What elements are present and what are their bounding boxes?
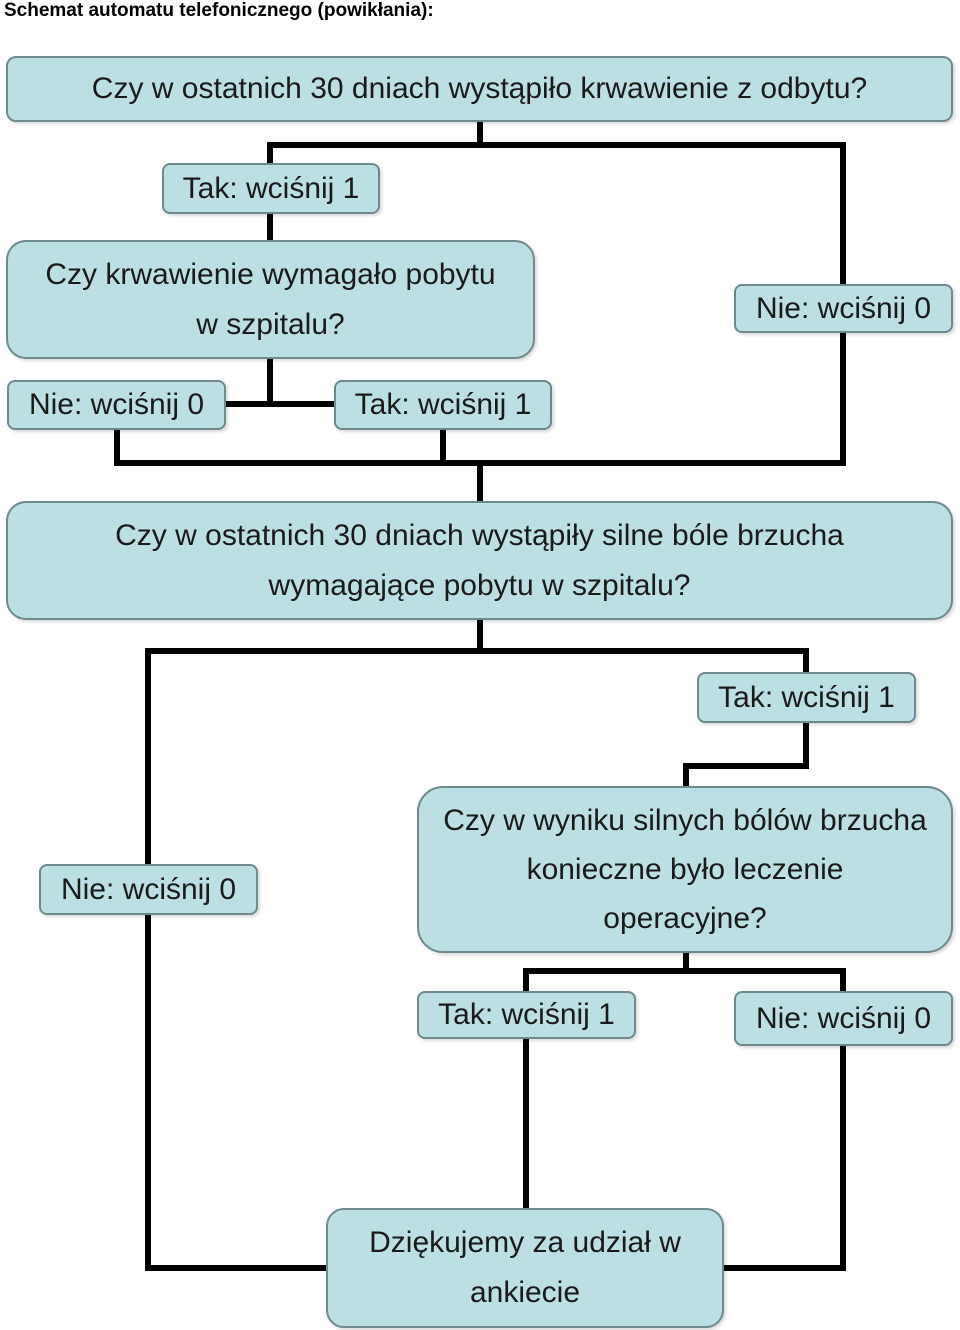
q3-no-label: Nie: wciśnij 0 <box>39 864 258 915</box>
question-4-box: Czy w wyniku silnych bólów brzucha konie… <box>417 786 953 953</box>
q2-yes-label: Tak: wciśnij 1 <box>334 380 552 430</box>
question-2-line-1: Czy krwawienie wymagało pobytu <box>45 257 496 291</box>
q4-yes-text: Tak: wciśnij 1 <box>438 998 615 1031</box>
connector-q3-yes-to-q4 <box>683 719 809 789</box>
q3-no-text: Nie: wciśnij 0 <box>60 872 237 906</box>
q1-yes-text: Tak: wciśnij 1 <box>182 171 360 205</box>
q4-no-label: Nie: wciśnij 0 <box>734 991 953 1046</box>
q1-yes-label: Tak: wciśnij 1 <box>162 163 380 214</box>
question-2-box: Czy krwawienie wymagało pobytu w szpital… <box>6 240 535 359</box>
connector-q1-yes <box>267 119 483 166</box>
end-line-2: ankiecie <box>469 1276 581 1309</box>
connector-q1-no <box>477 142 846 287</box>
q2-no-label: Nie: wciśnij 0 <box>7 380 226 430</box>
question-3-line-1: Czy w ostatnich 30 dniach wystąpiły siln… <box>115 518 844 552</box>
question-1-box: Czy w ostatnich 30 dniach wystąpiło krwa… <box>6 56 953 122</box>
q3-yes-label: Tak: wciśnij 1 <box>697 672 916 723</box>
end-box: Dziękujemy za udział w ankiecie <box>326 1208 724 1328</box>
question-2-line-2: w szpitalu? <box>196 307 345 341</box>
connector-q3-no-to-end <box>145 911 331 1271</box>
q2-yes-text: Tak: wciśnij 1 <box>354 388 532 421</box>
question-1-text: Czy w ostatnich 30 dniach wystąpiło krwa… <box>91 72 868 105</box>
q4-yes-label: Tak: wciśnij 1 <box>417 991 636 1039</box>
question-4-line-2: konieczne było leczenie <box>526 853 844 886</box>
q1-no-label: Nie: wciśnij 0 <box>734 284 953 333</box>
q1-no-text: Nie: wciśnij 0 <box>755 291 932 325</box>
connector-q3-no <box>145 648 809 867</box>
connector-q4-split <box>523 950 689 994</box>
q3-yes-text: Tak: wciśnij 1 <box>718 680 895 714</box>
question-3-line-2: wymagające pobytu w szpitalu? <box>268 568 691 602</box>
q4-no-text: Nie: wciśnij 0 <box>755 1001 932 1035</box>
question-4-line-1: Czy w wyniku silnych bólów brzucha <box>443 804 927 837</box>
connector-q4-no-to-end <box>719 1042 846 1271</box>
end-line-1: Dziękujemy za udział w <box>369 1226 681 1259</box>
q2-no-text: Nie: wciśnij 0 <box>28 388 205 421</box>
connector-q4-no <box>683 968 846 994</box>
question-3-box: Czy w ostatnich 30 dniach wystąpiły siln… <box>6 501 953 620</box>
question-4-line-3: operacyjne? <box>603 902 767 935</box>
connector-q2-no-merge <box>114 426 846 466</box>
diagram-title: Schemat automatu telefonicznego (powikła… <box>4 0 434 21</box>
